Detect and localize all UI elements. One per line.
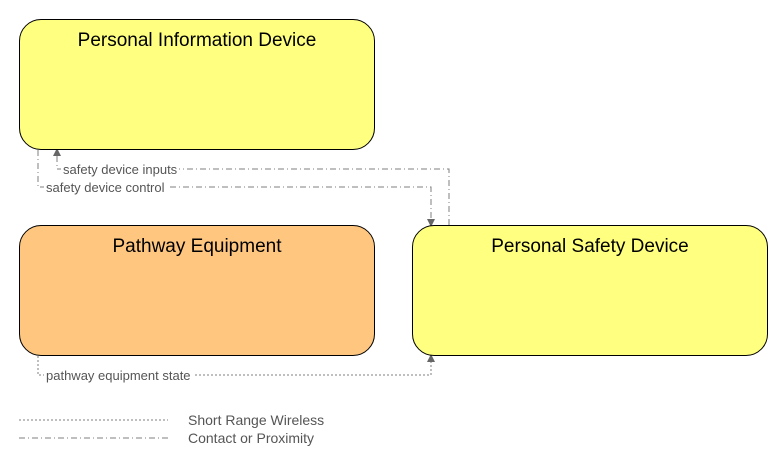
legend-label-contact-or-proximity: Contact or Proximity xyxy=(188,430,315,446)
node-title-personal-safety-device: Personal Safety Device xyxy=(491,236,689,257)
node-personal-safety-device[interactable]: Personal Safety Device xyxy=(412,225,768,356)
node-title-pathway-equipment: Pathway Equipment xyxy=(112,236,282,257)
legend-label-short-range-wireless: Short Range Wireless xyxy=(188,412,325,428)
node-title-personal-information-device: Personal Information Device xyxy=(77,30,317,51)
node-personal-information-device[interactable]: Personal Information Device xyxy=(19,19,375,150)
flow-label-safety-device-control: safety device control xyxy=(44,180,167,195)
flow-label-safety-device-inputs: safety device inputs xyxy=(61,162,180,177)
flow-label-pathway-equipment-state: pathway equipment state xyxy=(44,368,193,383)
node-pathway-equipment[interactable]: Pathway Equipment xyxy=(19,225,375,356)
